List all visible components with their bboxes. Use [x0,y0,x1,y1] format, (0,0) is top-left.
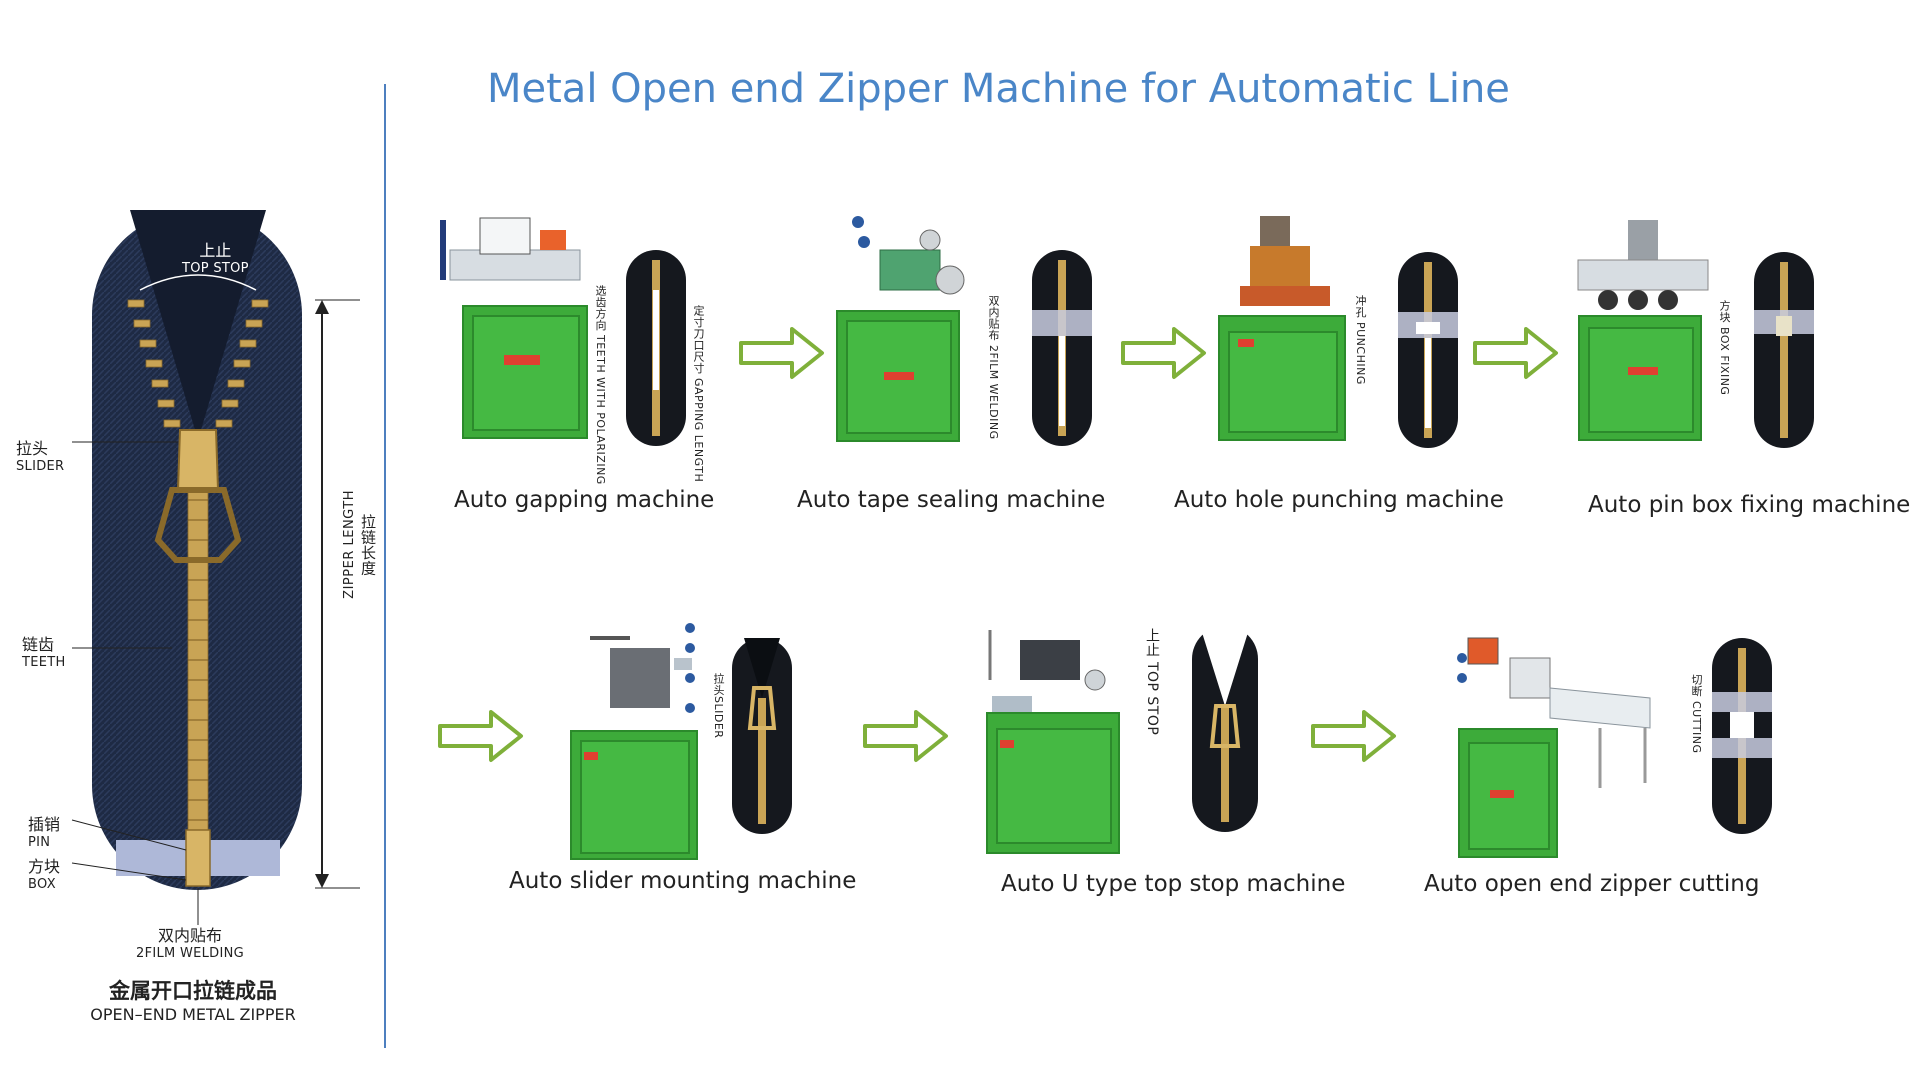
machine-caption: Auto pin box fixing machine [1588,492,1911,518]
machine-head-icon [852,216,965,295]
zipper-sample [1712,638,1772,834]
machine-head-icon [988,630,1106,716]
welding-label: 双内贴布 2FILM WELDING [136,926,245,962]
zipper-sample [626,250,686,446]
machine-note: 双内贴布 2FILM WELDING [987,295,1000,440]
machine-caption: Auto hole punching machine [1174,487,1504,513]
machine-note: 冲孔 PUNCHING [1354,295,1367,385]
flow-arrow-icon [1121,327,1206,379]
machine-note: 定寸刀口尺寸 GAPPING LENGTH [692,305,705,483]
machine-body [570,730,698,860]
machine-caption: Auto tape sealing machine [797,487,1106,513]
machine-head-icon [1577,220,1709,310]
machine-head-icon [440,210,581,300]
zipper-sample [732,638,792,834]
machine-head-icon [1457,637,1651,788]
teeth-label: 链齿 TEETH [22,635,66,671]
machine-body [1578,315,1702,441]
zipper-sample [1398,252,1458,448]
machine-head-icon [1240,216,1330,306]
machine-body [1458,728,1558,858]
machine-note: 选齿方向 TEETH WITH POLARIZING [594,285,607,485]
machine-card-top-stop: 上止 TOP STOP [980,620,1280,870]
flow-arrow-icon [739,327,824,379]
product-label: 金属开口拉链成品 OPEN–END METAL ZIPPER [90,979,296,1024]
machine-caption: Auto gapping machine [454,487,715,513]
machine-card-tape-sealing: 双内贴布 2FILM WELDING [830,210,1120,460]
machine-note: 切断 CUTTING [1690,674,1703,754]
zipper-diagram: 上止 TOP STOP 拉头 SLIDER 链齿 TEETH 插销 PIN 方块… [16,190,380,1024]
slider-label: 拉头 SLIDER [16,439,65,475]
box-label: 方块 BOX [28,857,61,893]
machine-body [836,310,960,442]
machine-card-slider: 拉头SLIDER [560,618,850,868]
flow-arrow-icon [863,710,948,762]
machine-body [1218,315,1346,441]
zipper-sample [1754,252,1814,448]
machine-card-gapping: 选齿方向 TEETH WITH POLARIZING 定寸刀口尺寸 GAPPIN… [432,210,722,485]
machine-body [986,712,1120,854]
page-title: Metal Open end Zipper Machine for Automa… [487,66,1510,112]
machine-card-hole-punching: 冲孔 PUNCHING [1210,210,1500,460]
top-stop-label: 上止 TOP STOP [182,241,249,277]
zipper-illustration [71,210,360,925]
flow-arrow-icon [1473,327,1558,379]
machine-caption: Auto open end zipper cutting [1424,871,1760,897]
machine-card-cutting: 切断 CUTTING [1450,618,1780,868]
machine-head-icon [590,623,695,713]
machine-caption: Auto slider mounting machine [509,868,857,894]
machine-body [462,305,588,439]
machine-note: 拉头SLIDER [712,673,725,739]
zipper-sample [1032,250,1092,446]
flow-arrow-icon [438,710,523,762]
pin-label: 插销 PIN [28,815,61,851]
machine-card-pin-box: 方块 BOX FIXING [1568,210,1868,460]
machine-note: 方块 BOX FIXING [1718,300,1731,396]
zipper-sample [1192,626,1258,832]
machine-note: 上止 TOP STOP [1144,628,1160,736]
divider [384,84,386,1048]
flow-arrow-icon [1311,710,1396,762]
machine-caption: Auto U type top stop machine [1001,871,1346,897]
